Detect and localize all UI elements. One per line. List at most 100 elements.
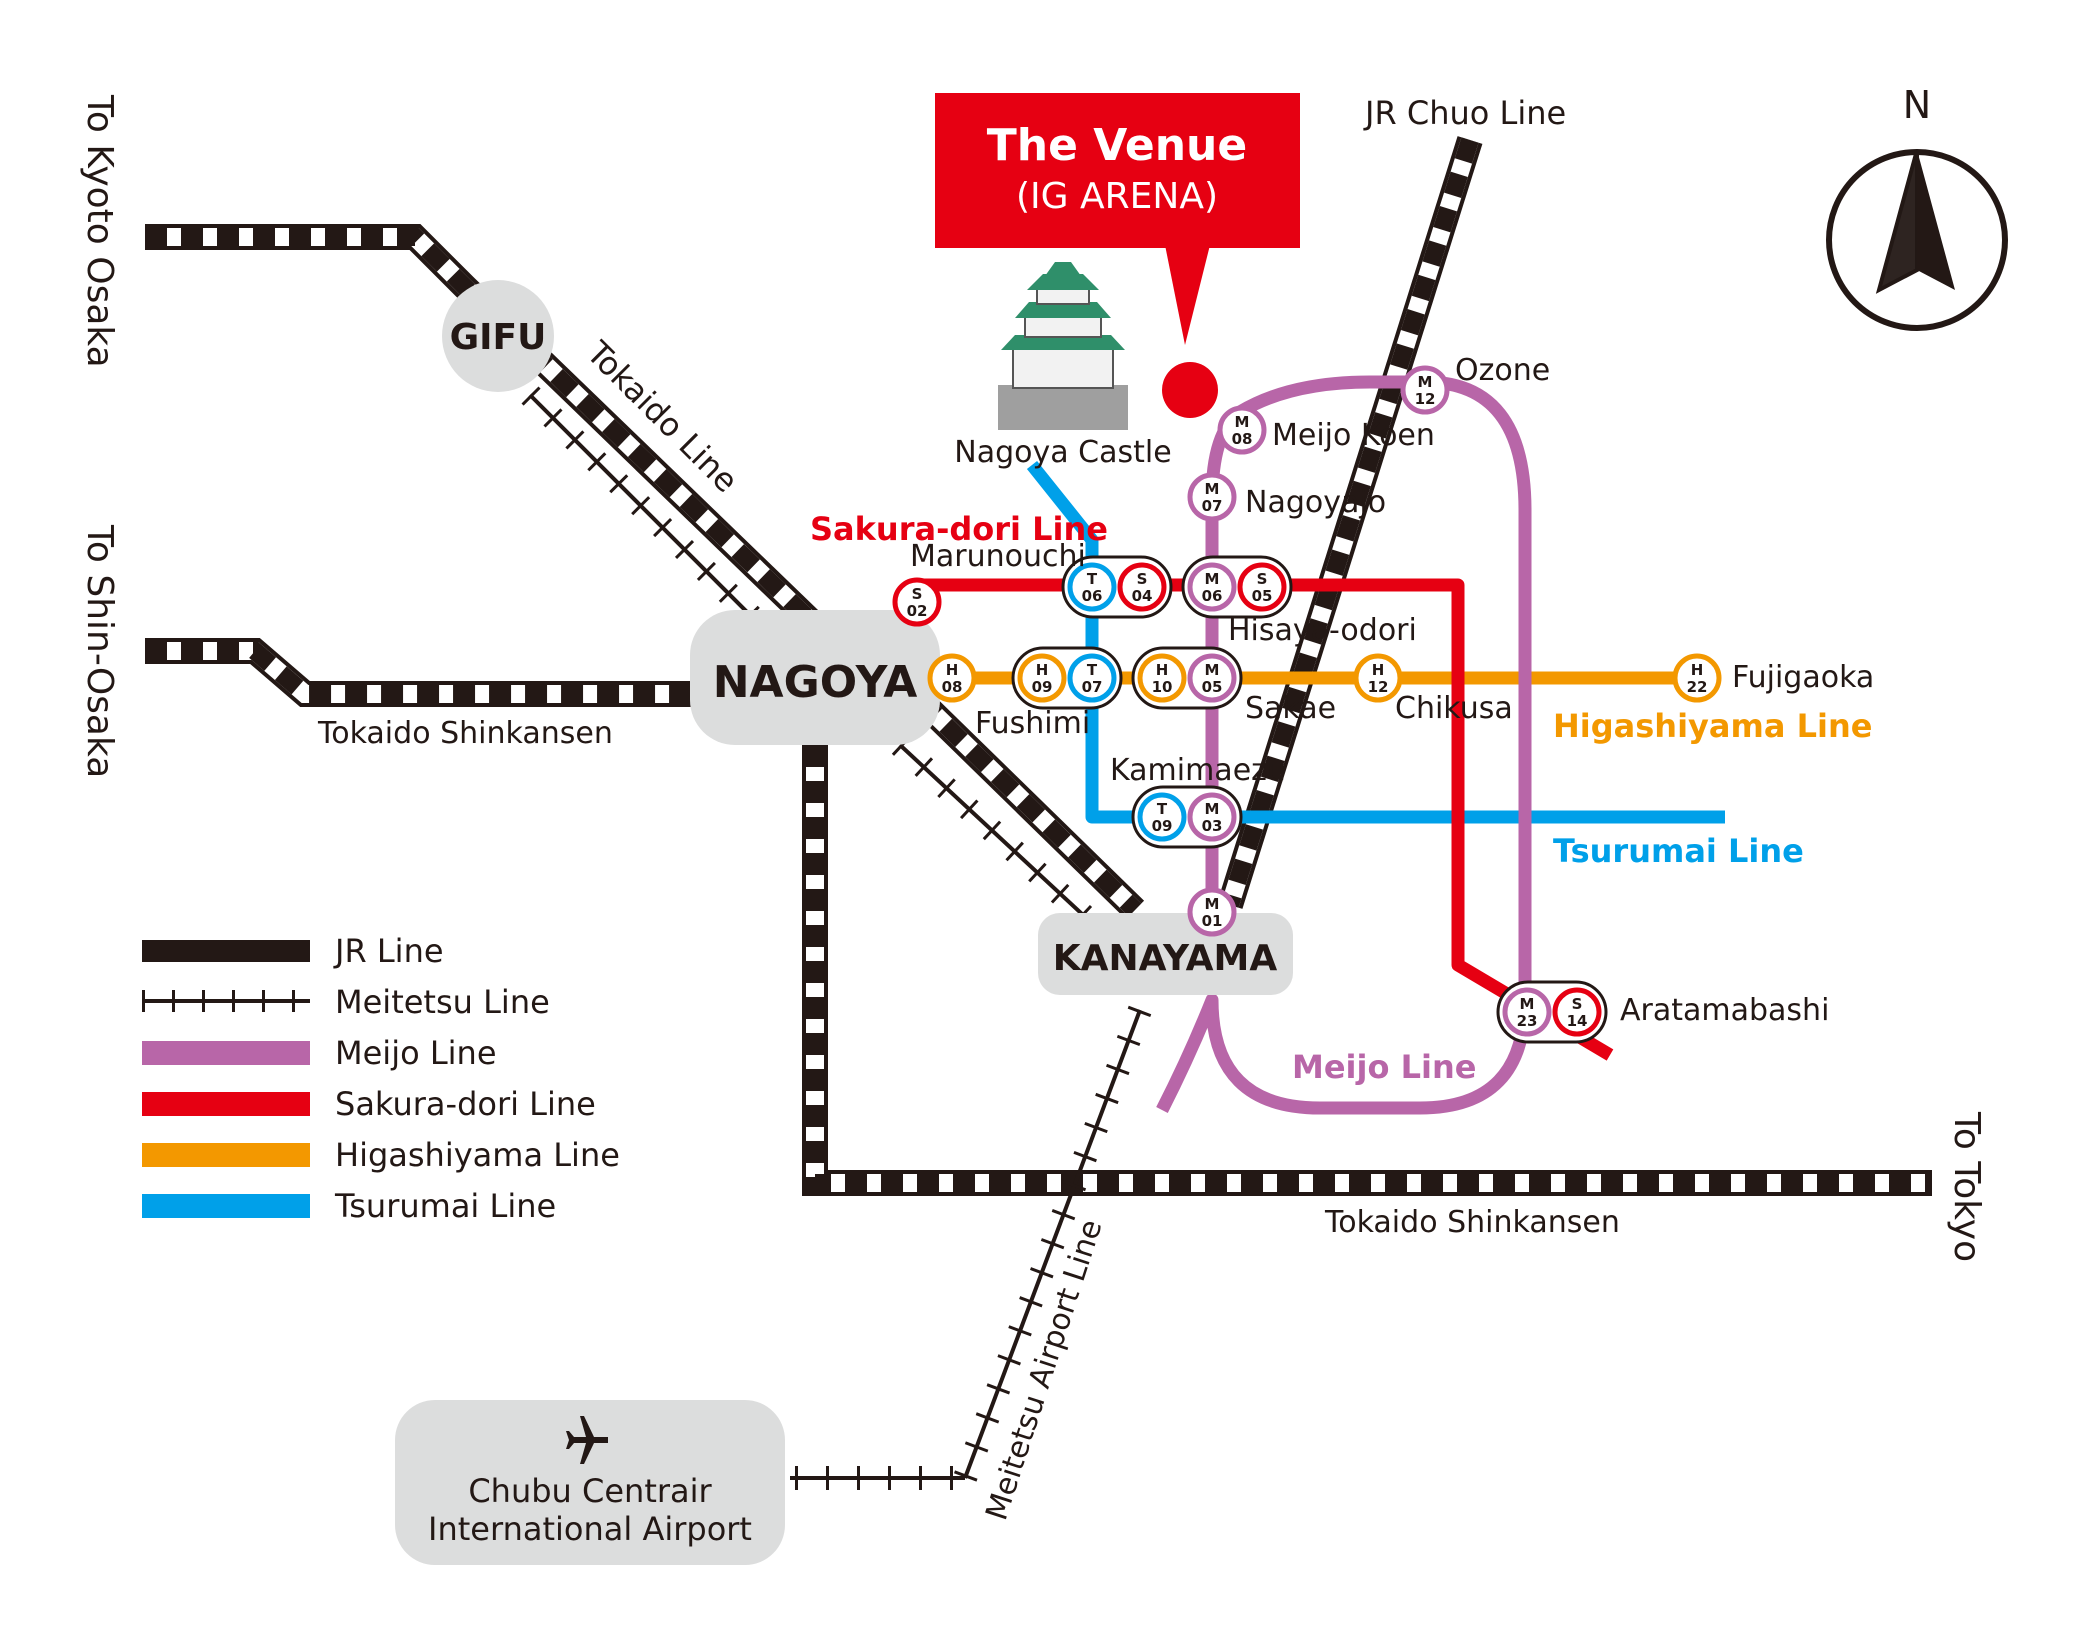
station-marunouchi: Marunouchi <box>910 539 1086 574</box>
legend-label-0: JR Line <box>333 932 444 970</box>
station-code-letter: M <box>1418 373 1433 391</box>
station-chikusa: Chikusa <box>1395 691 1513 726</box>
station-code-letter: H <box>1036 661 1049 679</box>
station-code-number: 12 <box>1368 678 1389 696</box>
airport-name-line2: International Airport <box>428 1510 752 1548</box>
station-code-letter: H <box>1691 661 1704 679</box>
legend-label-5: Tsurumai Line <box>334 1187 556 1225</box>
station-code-number: 08 <box>942 678 963 696</box>
station-marker-m05[interactable]: M05 <box>1187 653 1237 703</box>
station-code-letter: M <box>1205 480 1220 498</box>
station-marker-m06[interactable]: M06 <box>1187 562 1237 612</box>
station-code-number: 14 <box>1567 1012 1588 1030</box>
station-marker-h10[interactable]: H10 <box>1137 653 1187 703</box>
legend-swatch-2 <box>142 1041 310 1065</box>
station-code-letter: T <box>1087 661 1098 679</box>
venue-title: The Venue <box>987 120 1247 171</box>
station-marker-h12[interactable]: H12 <box>1353 653 1403 703</box>
station-marker-h09[interactable]: H09 <box>1017 653 1067 703</box>
station-meijo-koen: Meijo Koen <box>1272 418 1435 453</box>
legend-label-2: Meijo Line <box>335 1034 497 1072</box>
station-marker-m08[interactable]: M08 <box>1217 405 1267 455</box>
meitetsu-lines <box>521 386 1152 1490</box>
hub-gifu-label: GIFU <box>450 317 547 358</box>
station-code-letter: S <box>1257 570 1268 588</box>
station-marker-s14[interactable]: S14 <box>1552 987 1602 1037</box>
jr-lines <box>145 136 1932 1196</box>
station-code-number: 06 <box>1082 587 1103 605</box>
station-marker-m07[interactable]: M07 <box>1187 472 1237 522</box>
label-tsurumai: Tsurumai Line <box>1553 832 1804 870</box>
label-higashiyama: Higashiyama Line <box>1553 707 1872 745</box>
station-code-letter: M <box>1205 661 1220 679</box>
label-meijo: Meijo Line <box>1292 1048 1476 1086</box>
station-marker-m12[interactable]: M12 <box>1400 365 1450 415</box>
station-code-number: 01 <box>1202 912 1223 930</box>
station-marker-h22[interactable]: H22 <box>1672 653 1722 703</box>
station-code-letter: M <box>1205 570 1220 588</box>
castle-label: Nagoya Castle <box>954 435 1171 470</box>
station-markers: M12M08M07S02T06S04M06S05H08H09T07H10M05H… <box>892 365 1722 1044</box>
legend-label-4: Higashiyama Line <box>335 1136 620 1174</box>
hub-nagoya[interactable]: NAGOYA <box>690 610 940 745</box>
hub-kanayama-label: KANAYAMA <box>1053 938 1278 979</box>
station-code-number: 05 <box>1202 678 1223 696</box>
station-code-number: 02 <box>907 602 928 620</box>
station-code-letter: M <box>1520 995 1535 1013</box>
nagoya-castle-icon <box>998 262 1128 430</box>
station-marker-t07[interactable]: T07 <box>1067 653 1117 703</box>
station-code-number: 09 <box>1032 678 1053 696</box>
jr-shinkansen-south <box>802 745 1932 1196</box>
station-marker-m01[interactable]: M01 <box>1187 887 1237 937</box>
station-code-number: 03 <box>1202 817 1223 835</box>
airport-name-line1: Chubu Centrair <box>468 1472 712 1510</box>
station-code-letter: S <box>1572 995 1583 1013</box>
station-code-letter: S <box>1137 570 1148 588</box>
hub-kanayama[interactable]: KANAYAMA <box>1038 913 1293 995</box>
station-fujigaoka: Fujigaoka <box>1732 660 1874 695</box>
station-code-number: 07 <box>1082 678 1103 696</box>
station-code-letter: H <box>1372 661 1385 679</box>
jr-chuo-line <box>1217 136 1483 909</box>
station-code-number: 22 <box>1687 678 1708 696</box>
station-code-letter: M <box>1205 800 1220 818</box>
station-code-number: 06 <box>1202 587 1223 605</box>
hub-airport[interactable]: Chubu Centrair International Airport <box>395 1400 785 1565</box>
station-code-letter: M <box>1235 413 1250 431</box>
hub-gifu[interactable]: GIFU <box>442 280 554 392</box>
dir-tokyo: To Tokyo <box>1946 1111 1987 1262</box>
station-marker-s04[interactable]: S04 <box>1117 562 1167 612</box>
station-marker-h08[interactable]: H08 <box>927 653 977 703</box>
venue-callout[interactable]: The Venue (IG ARENA) <box>935 93 1300 418</box>
station-marker-s02[interactable]: S02 <box>892 577 942 627</box>
station-fushimi: Fushimi <box>975 706 1090 741</box>
station-code-letter: T <box>1157 800 1168 818</box>
station-aratamabashi: Aratamabashi <box>1620 993 1829 1028</box>
legend-label-1: Meitetsu Line <box>335 983 550 1021</box>
station-code-letter: M <box>1205 895 1220 913</box>
station-code-letter: H <box>1156 661 1169 679</box>
venue-marker <box>1162 362 1218 418</box>
legend-swatch-4 <box>142 1143 310 1167</box>
jr-nagoya-kanayama <box>910 690 1145 920</box>
compass-icon <box>1826 149 2008 331</box>
station-marker-m03[interactable]: M03 <box>1187 792 1237 842</box>
station-labels: Ozone Meijo Koen Nagoyajo Marunouchi His… <box>910 353 1874 1028</box>
venue-subtitle: (IG ARENA) <box>1016 176 1218 217</box>
label-jr-chuo: JR Chuo Line <box>1363 94 1566 132</box>
station-marker-m23[interactable]: M23 <box>1502 987 1552 1037</box>
legend-swatch-5 <box>142 1194 310 1218</box>
station-code-number: 08 <box>1232 430 1253 448</box>
dir-kyoto-osaka: To Kyoto Osaka <box>79 94 120 368</box>
dir-shin-osaka: To Shin-Osaka <box>79 524 120 778</box>
station-marker-t06[interactable]: T06 <box>1067 562 1117 612</box>
station-marker-s05[interactable]: S05 <box>1237 562 1287 612</box>
legend-swatch-3 <box>142 1092 310 1116</box>
station-hisaya-odori: Hisaya-odori <box>1228 613 1417 648</box>
station-marker-t09[interactable]: T09 <box>1137 792 1187 842</box>
station-code-letter: H <box>946 661 959 679</box>
station-code-number: 23 <box>1517 1012 1538 1030</box>
station-code-number: 12 <box>1415 390 1436 408</box>
